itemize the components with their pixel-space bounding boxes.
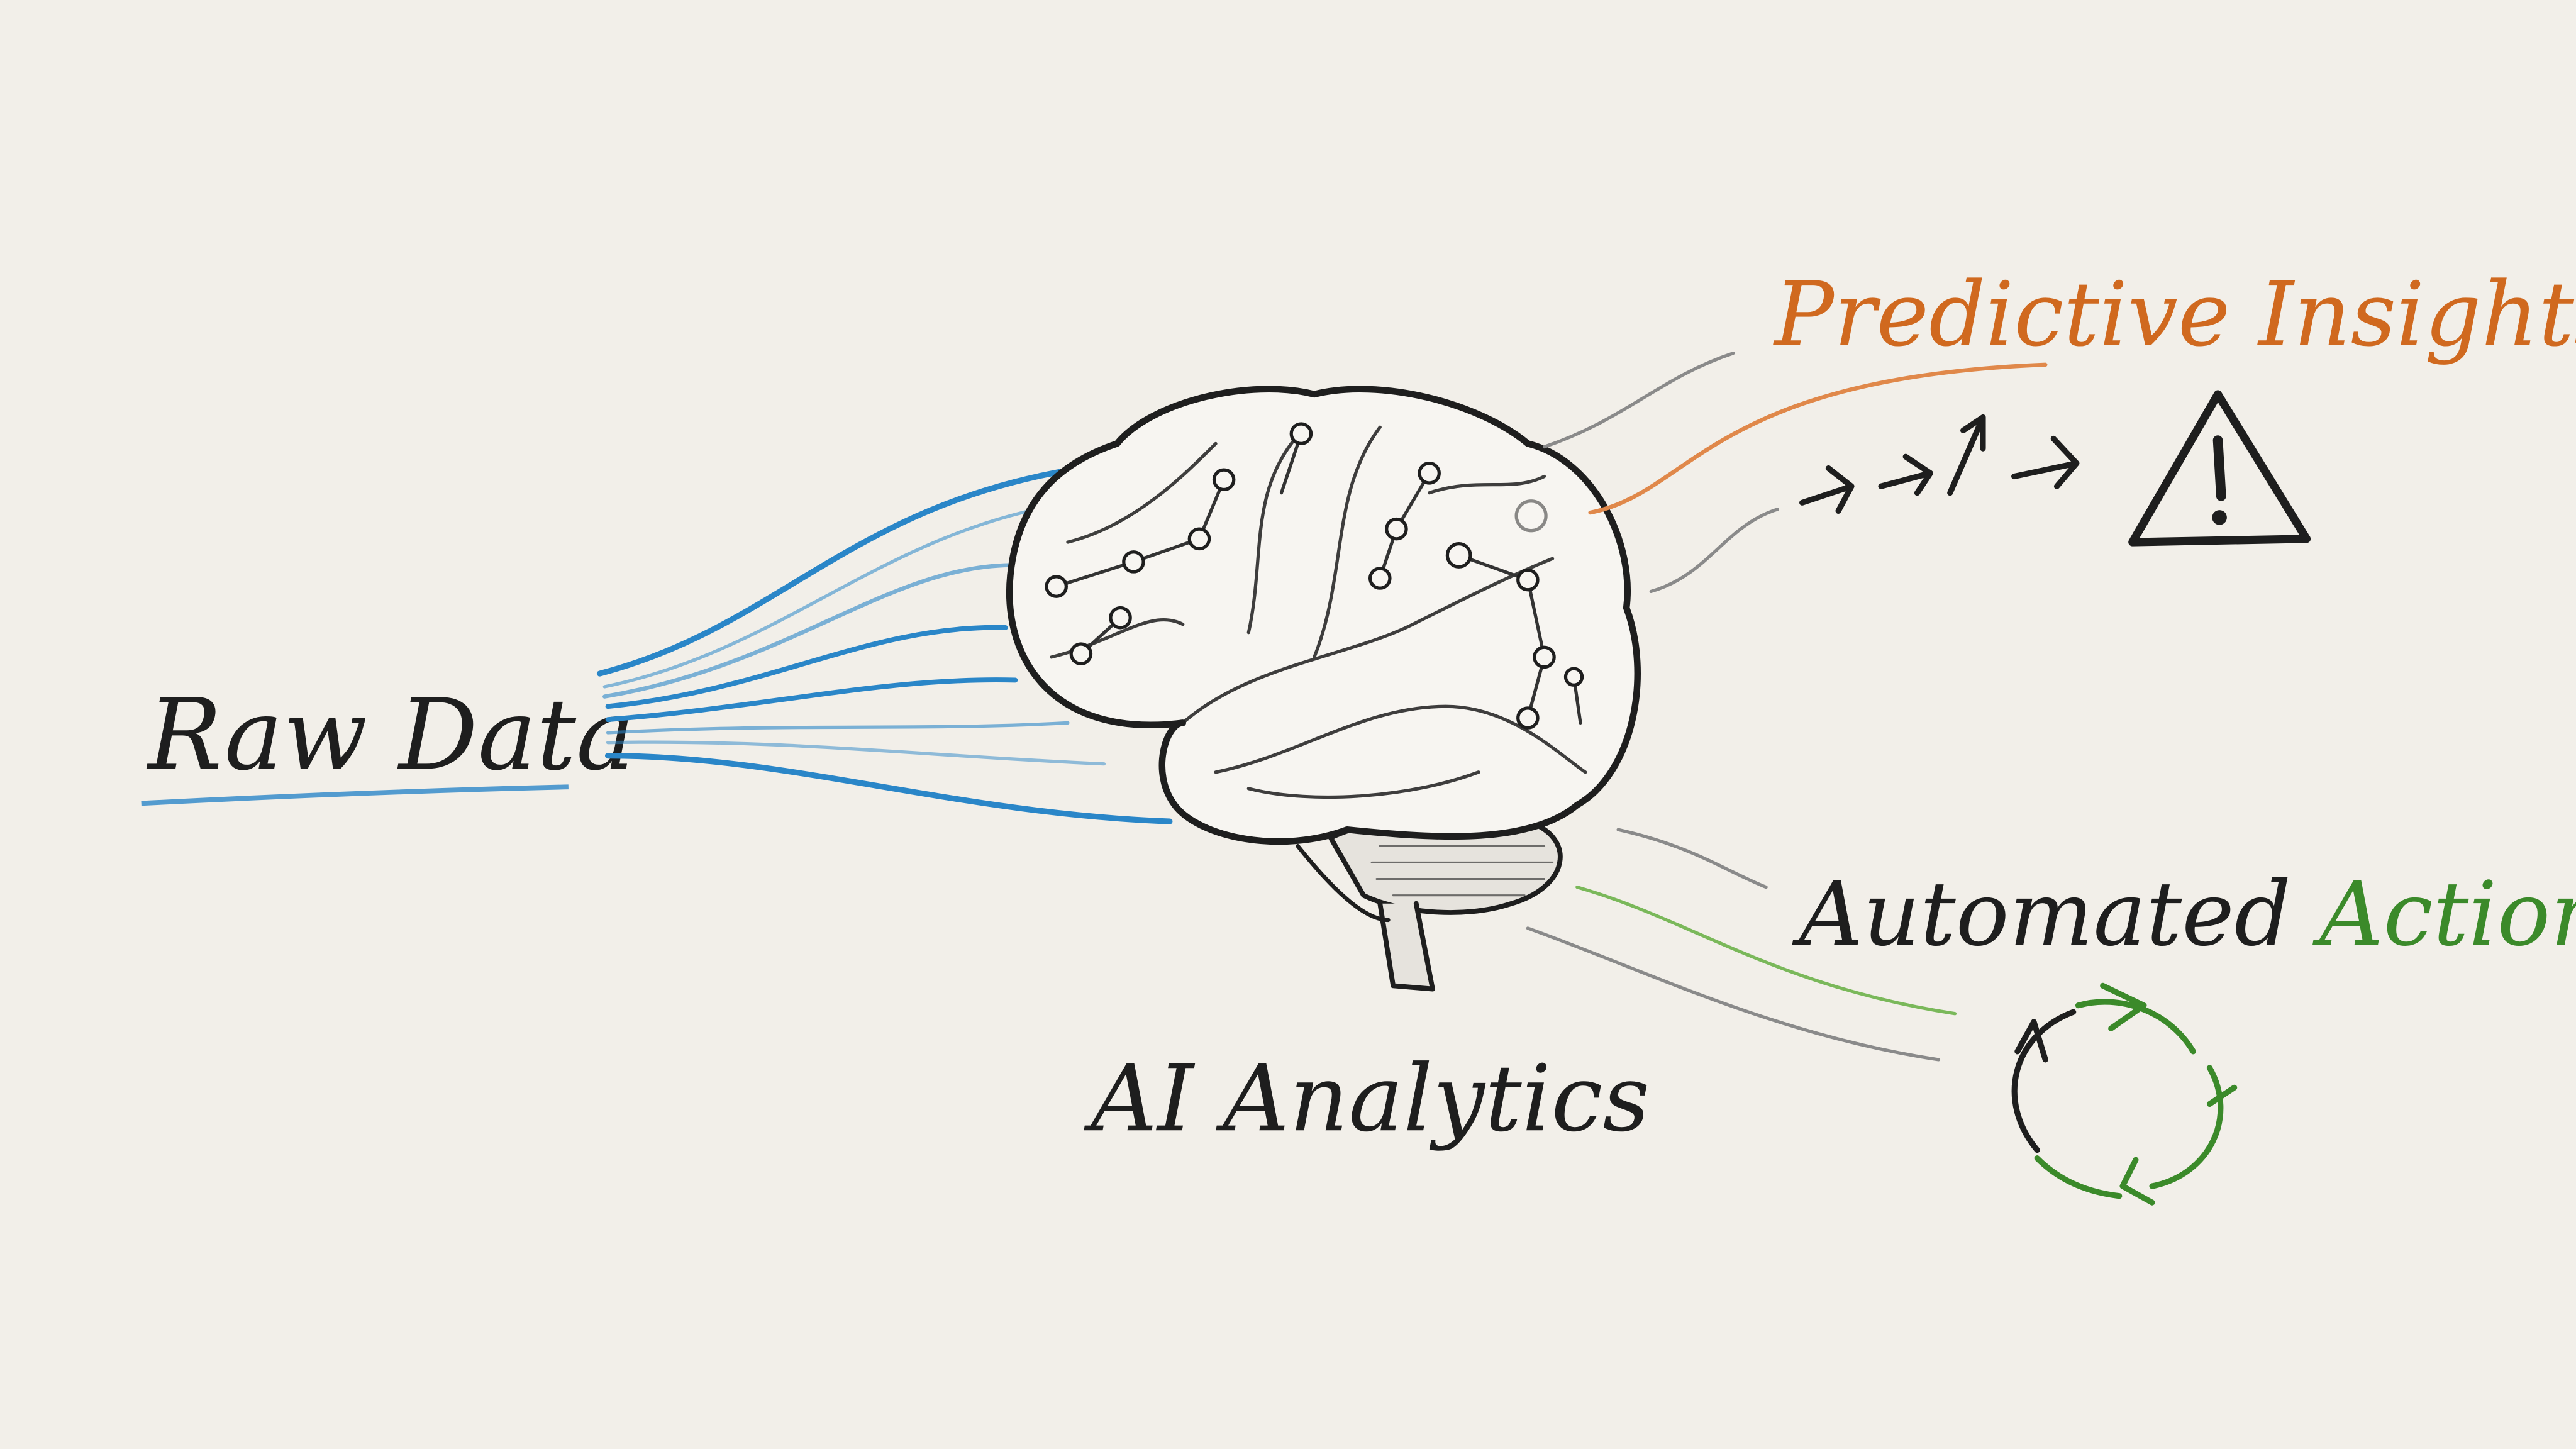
- trend-arrows-icon: [1799, 414, 2080, 514]
- cycle-arrows-icon: [2011, 982, 2238, 1206]
- brain-icon: [1006, 386, 1641, 992]
- predictive-insights-label: Predictive Insights: [1772, 264, 2576, 367]
- automated-action-label: Automated Action: [1792, 863, 2576, 966]
- automated-word: Automated: [1792, 863, 2319, 966]
- ai-analytics-label: AI Analytics: [1084, 1045, 1650, 1152]
- output-connectors: [1526, 352, 2048, 1062]
- raw-data-underline: [141, 784, 569, 806]
- raw-data-label: Raw Data: [146, 678, 635, 792]
- warning-triangle-icon: [2128, 390, 2311, 547]
- action-word: Action: [2312, 863, 2576, 966]
- raw-data-streams: [596, 460, 1173, 824]
